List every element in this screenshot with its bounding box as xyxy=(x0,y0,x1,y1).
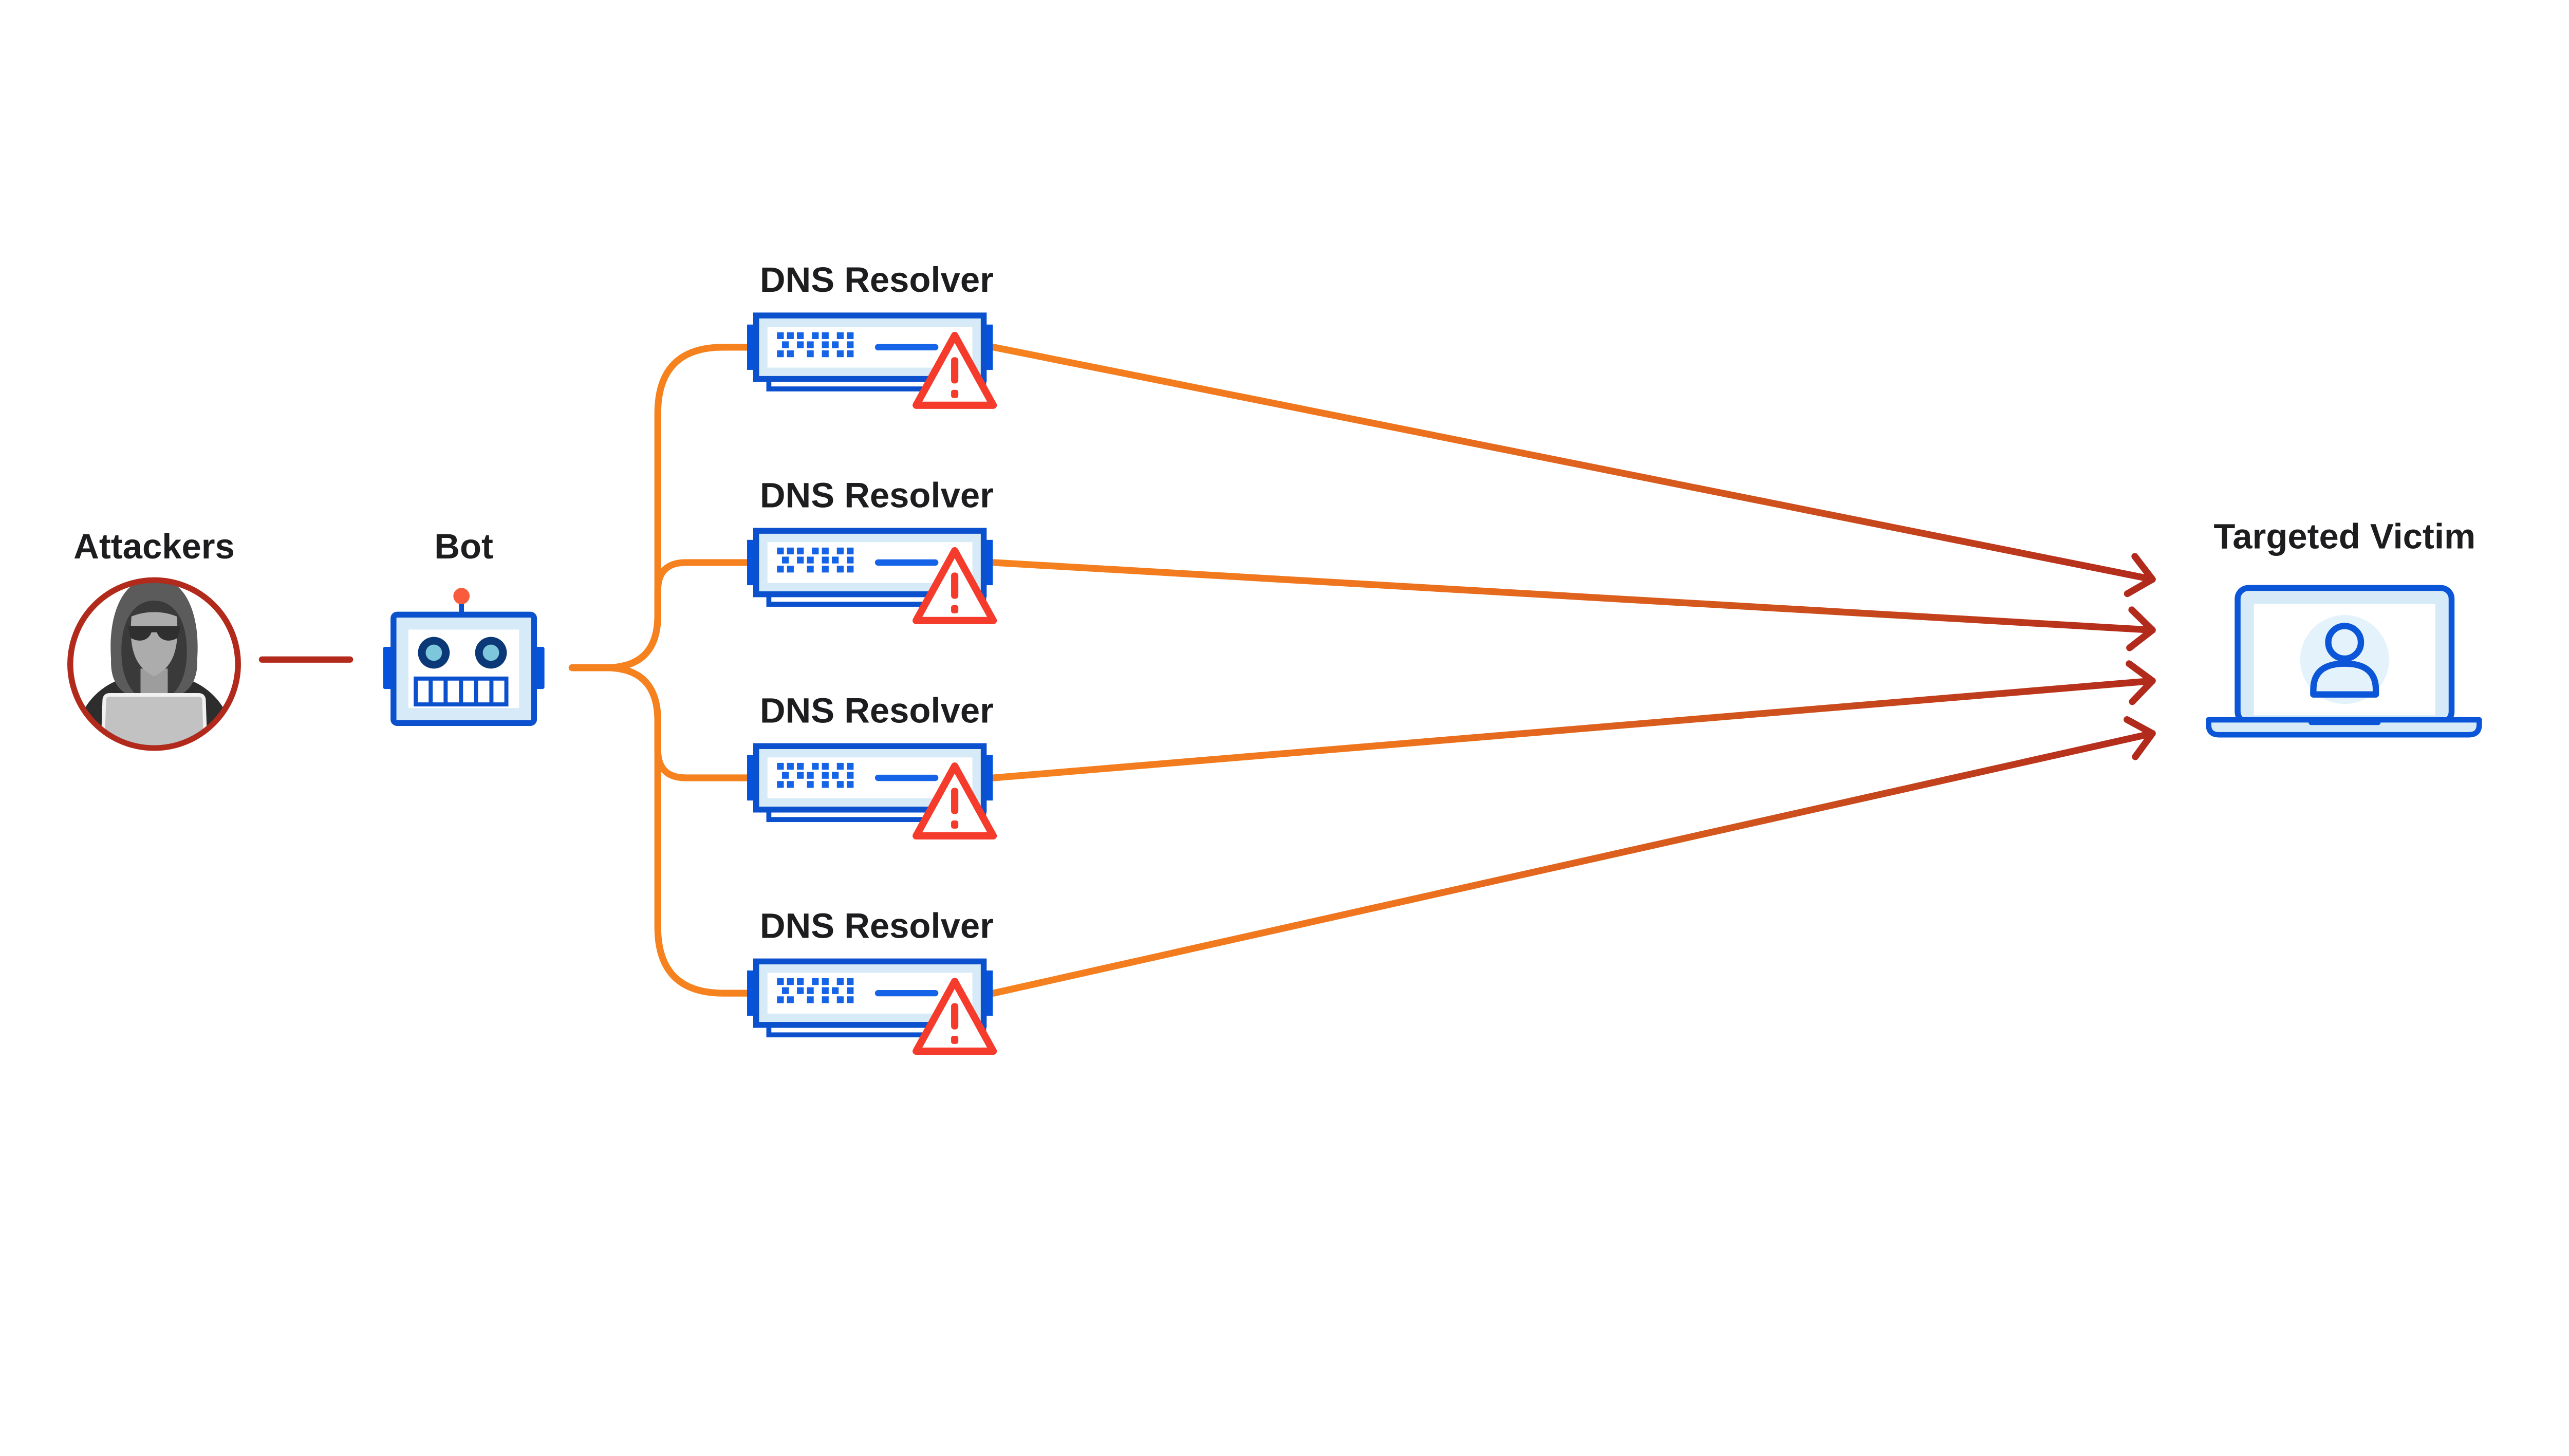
dns-resolver-icon-4 xyxy=(747,961,993,1051)
bot-mouth xyxy=(414,676,509,707)
laptop-icon xyxy=(2206,585,2482,738)
dns-resolver-label-3: DNS Resolver xyxy=(760,690,994,730)
dns-resolver-icon-1 xyxy=(747,315,993,405)
attackers-label: Attackers xyxy=(73,527,235,566)
ddos-dns-amplification-diagram: Attackers Bot DNS Resolver DNS Resolver … xyxy=(67,260,2482,1284)
bot-icon xyxy=(383,588,545,726)
dns-resolver-label-2: DNS Resolver xyxy=(760,475,994,515)
edge-resolver-2-to-victim xyxy=(990,559,2156,634)
user-head xyxy=(2325,623,2365,662)
bot-antenna-ball xyxy=(453,588,470,605)
hacker-laptop xyxy=(100,693,208,745)
diagram-stage: Attackers Bot DNS Resolver DNS Resolver … xyxy=(67,260,2482,1284)
user-shoulders xyxy=(2310,660,2379,698)
dns-resolver-icon-3 xyxy=(747,746,993,836)
attacker-icon xyxy=(67,577,241,751)
edge-resolver-4-to-victim xyxy=(990,730,2156,997)
edges-resolvers-to-victim xyxy=(990,344,2156,997)
dns-resolver-label-1: DNS Resolver xyxy=(760,260,994,300)
edge-resolver-1-to-victim xyxy=(990,344,2156,583)
edge-bot-to-resolver-2 xyxy=(568,559,754,671)
edge-resolver-3-to-victim xyxy=(990,677,2156,781)
edge-bot-to-resolver-1 xyxy=(568,344,754,671)
bot-teeth xyxy=(429,678,494,705)
laptop-base xyxy=(2206,717,2482,738)
dns-resolver-icon-2 xyxy=(747,531,993,621)
edges-bot-to-resolvers xyxy=(568,344,754,997)
edge-bot-to-resolver-4 xyxy=(568,664,754,997)
user-icon xyxy=(2300,615,2389,704)
bot-right-pupil xyxy=(482,644,499,661)
bot-left-pupil xyxy=(425,644,442,661)
targeted-victim-label: Targeted Victim xyxy=(2213,517,2475,556)
dns-resolver-label-4: DNS Resolver xyxy=(760,906,994,945)
bot-label: Bot xyxy=(434,527,493,566)
hacker-sunglasses xyxy=(127,626,181,641)
